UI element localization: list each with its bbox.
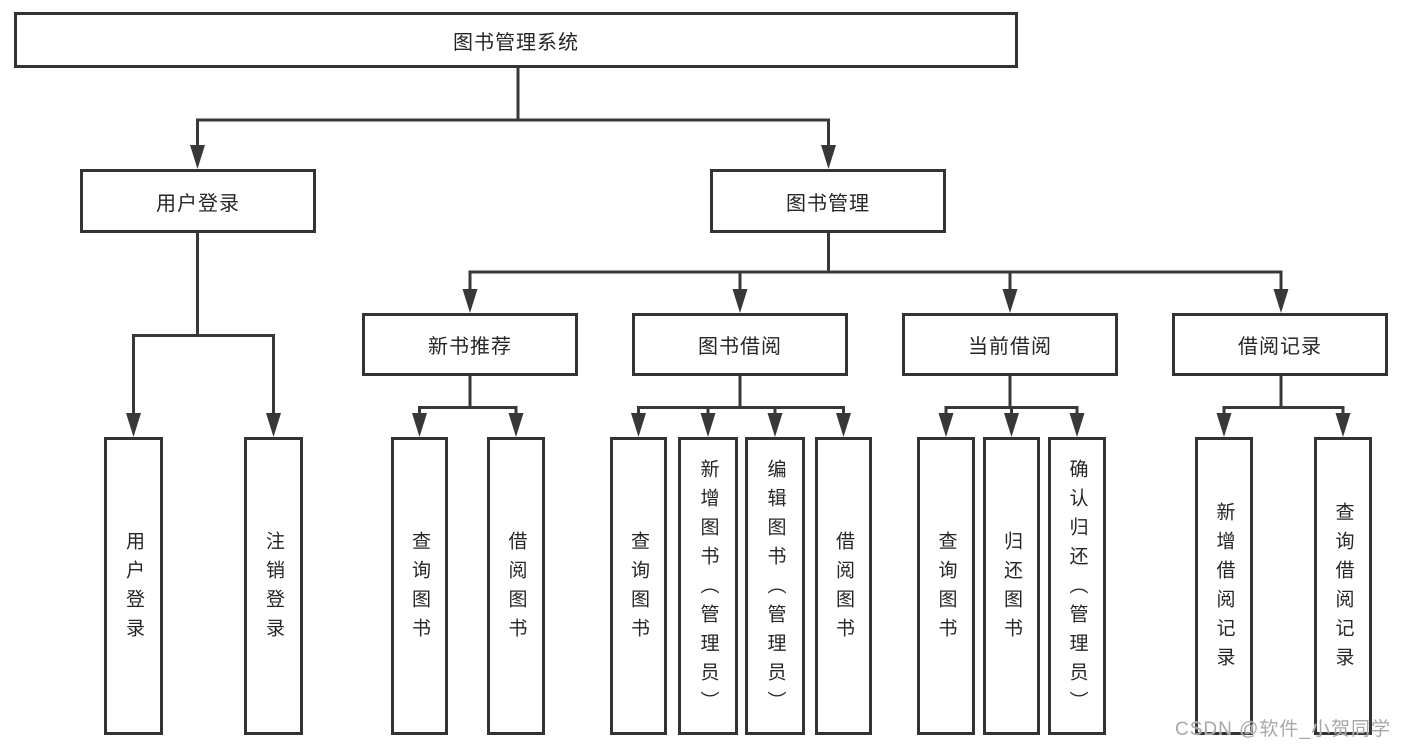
connector-user-login-to-leaves bbox=[126, 233, 281, 437]
node-label: 查询图书 bbox=[628, 531, 649, 647]
node-current-borrowing: 当前借阅 bbox=[902, 313, 1118, 376]
arrow-down-icon bbox=[190, 145, 205, 169]
node-label: 用户登录 bbox=[156, 192, 240, 215]
leaf-add-books-admin: 新增图书（管理员） bbox=[678, 437, 738, 735]
arrow-down-icon bbox=[767, 413, 783, 437]
connector-book-borrow-to-leaves bbox=[631, 376, 851, 437]
connector-borrow-records-to-leaves bbox=[1216, 376, 1351, 437]
connector-new-books-to-leaves bbox=[412, 376, 524, 437]
leaf-borrow-books: 借阅图书 bbox=[815, 437, 872, 735]
leaf-user-login: 用户登录 bbox=[104, 437, 163, 735]
arrow-down-icon bbox=[412, 413, 427, 437]
arrow-down-icon bbox=[462, 289, 478, 313]
watermark: CSDN @软件_小贺同学 bbox=[1175, 719, 1391, 740]
leaf-borrow-books-recommend: 借阅图书 bbox=[487, 437, 545, 735]
connector-root-to-level2 bbox=[190, 68, 836, 169]
leaf-return-books: 归还图书 bbox=[983, 437, 1040, 735]
leaf-query-borrow-record: 查询借阅记录 bbox=[1314, 437, 1372, 735]
node-label: 借阅图书 bbox=[505, 531, 527, 647]
node-label: 查询图书 bbox=[409, 531, 430, 647]
node-book-borrowing: 图书借阅 bbox=[632, 313, 848, 376]
leaf-query-books-borrow: 查询图书 bbox=[610, 437, 667, 735]
node-label: 新增借阅记录 bbox=[1213, 502, 1235, 676]
arrow-down-icon bbox=[266, 413, 281, 437]
leaf-confirm-return-admin: 确认归还（管理员） bbox=[1048, 437, 1106, 735]
arrow-down-icon bbox=[1216, 413, 1232, 437]
arrow-down-icon bbox=[126, 413, 141, 437]
leaf-query-books-recommend: 查询图书 bbox=[391, 437, 448, 735]
node-label: 图书管理系统 bbox=[453, 31, 579, 54]
arrow-down-icon bbox=[732, 289, 748, 313]
node-label: 当前借阅 bbox=[968, 336, 1052, 358]
arrow-down-icon bbox=[700, 413, 716, 437]
arrow-down-icon bbox=[631, 413, 646, 437]
leaf-edit-books-admin: 编辑图书（管理员） bbox=[745, 437, 805, 735]
node-label: 归还图书 bbox=[1001, 531, 1022, 647]
arrow-down-icon bbox=[1069, 413, 1085, 437]
node-label: 编辑图书（管理员） bbox=[764, 458, 786, 720]
node-label: 借阅记录 bbox=[1238, 336, 1322, 358]
arrow-down-icon bbox=[836, 413, 851, 437]
arrow-down-icon bbox=[1273, 289, 1289, 313]
arrow-down-icon bbox=[1335, 413, 1351, 437]
node-root-system: 图书管理系统 bbox=[14, 12, 1018, 68]
node-user-login-branch: 用户登录 bbox=[80, 169, 316, 233]
node-new-book-recommend: 新书推荐 bbox=[362, 313, 578, 376]
node-label: 查询借阅记录 bbox=[1332, 502, 1354, 676]
node-label: 查询图书 bbox=[935, 531, 957, 647]
node-book-management: 图书管理 bbox=[710, 169, 946, 233]
arrow-down-icon bbox=[508, 413, 524, 437]
node-label: 新增图书（管理员） bbox=[697, 458, 719, 720]
arrow-down-icon bbox=[938, 413, 954, 437]
node-label: 注销登录 bbox=[263, 531, 284, 647]
node-label: 图书借阅 bbox=[698, 336, 782, 358]
leaf-logout: 注销登录 bbox=[244, 437, 303, 735]
node-label: 借阅图书 bbox=[833, 531, 854, 647]
node-label: 新书推荐 bbox=[428, 336, 512, 358]
node-label: 用户登录 bbox=[123, 531, 144, 647]
node-label: 图书管理 bbox=[786, 192, 870, 215]
connector-book-mgmt-to-level3 bbox=[462, 233, 1289, 313]
arrow-down-icon bbox=[1004, 413, 1019, 437]
arrow-down-icon bbox=[1002, 289, 1018, 313]
node-borrowing-records: 借阅记录 bbox=[1172, 313, 1388, 376]
arrow-down-icon bbox=[821, 145, 836, 169]
leaf-add-borrow-record: 新增借阅记录 bbox=[1195, 437, 1253, 735]
node-label: 确认归还（管理员） bbox=[1066, 458, 1088, 720]
connector-current-borrow-to-leaves bbox=[938, 376, 1085, 437]
leaf-query-books-current: 查询图书 bbox=[917, 437, 975, 735]
